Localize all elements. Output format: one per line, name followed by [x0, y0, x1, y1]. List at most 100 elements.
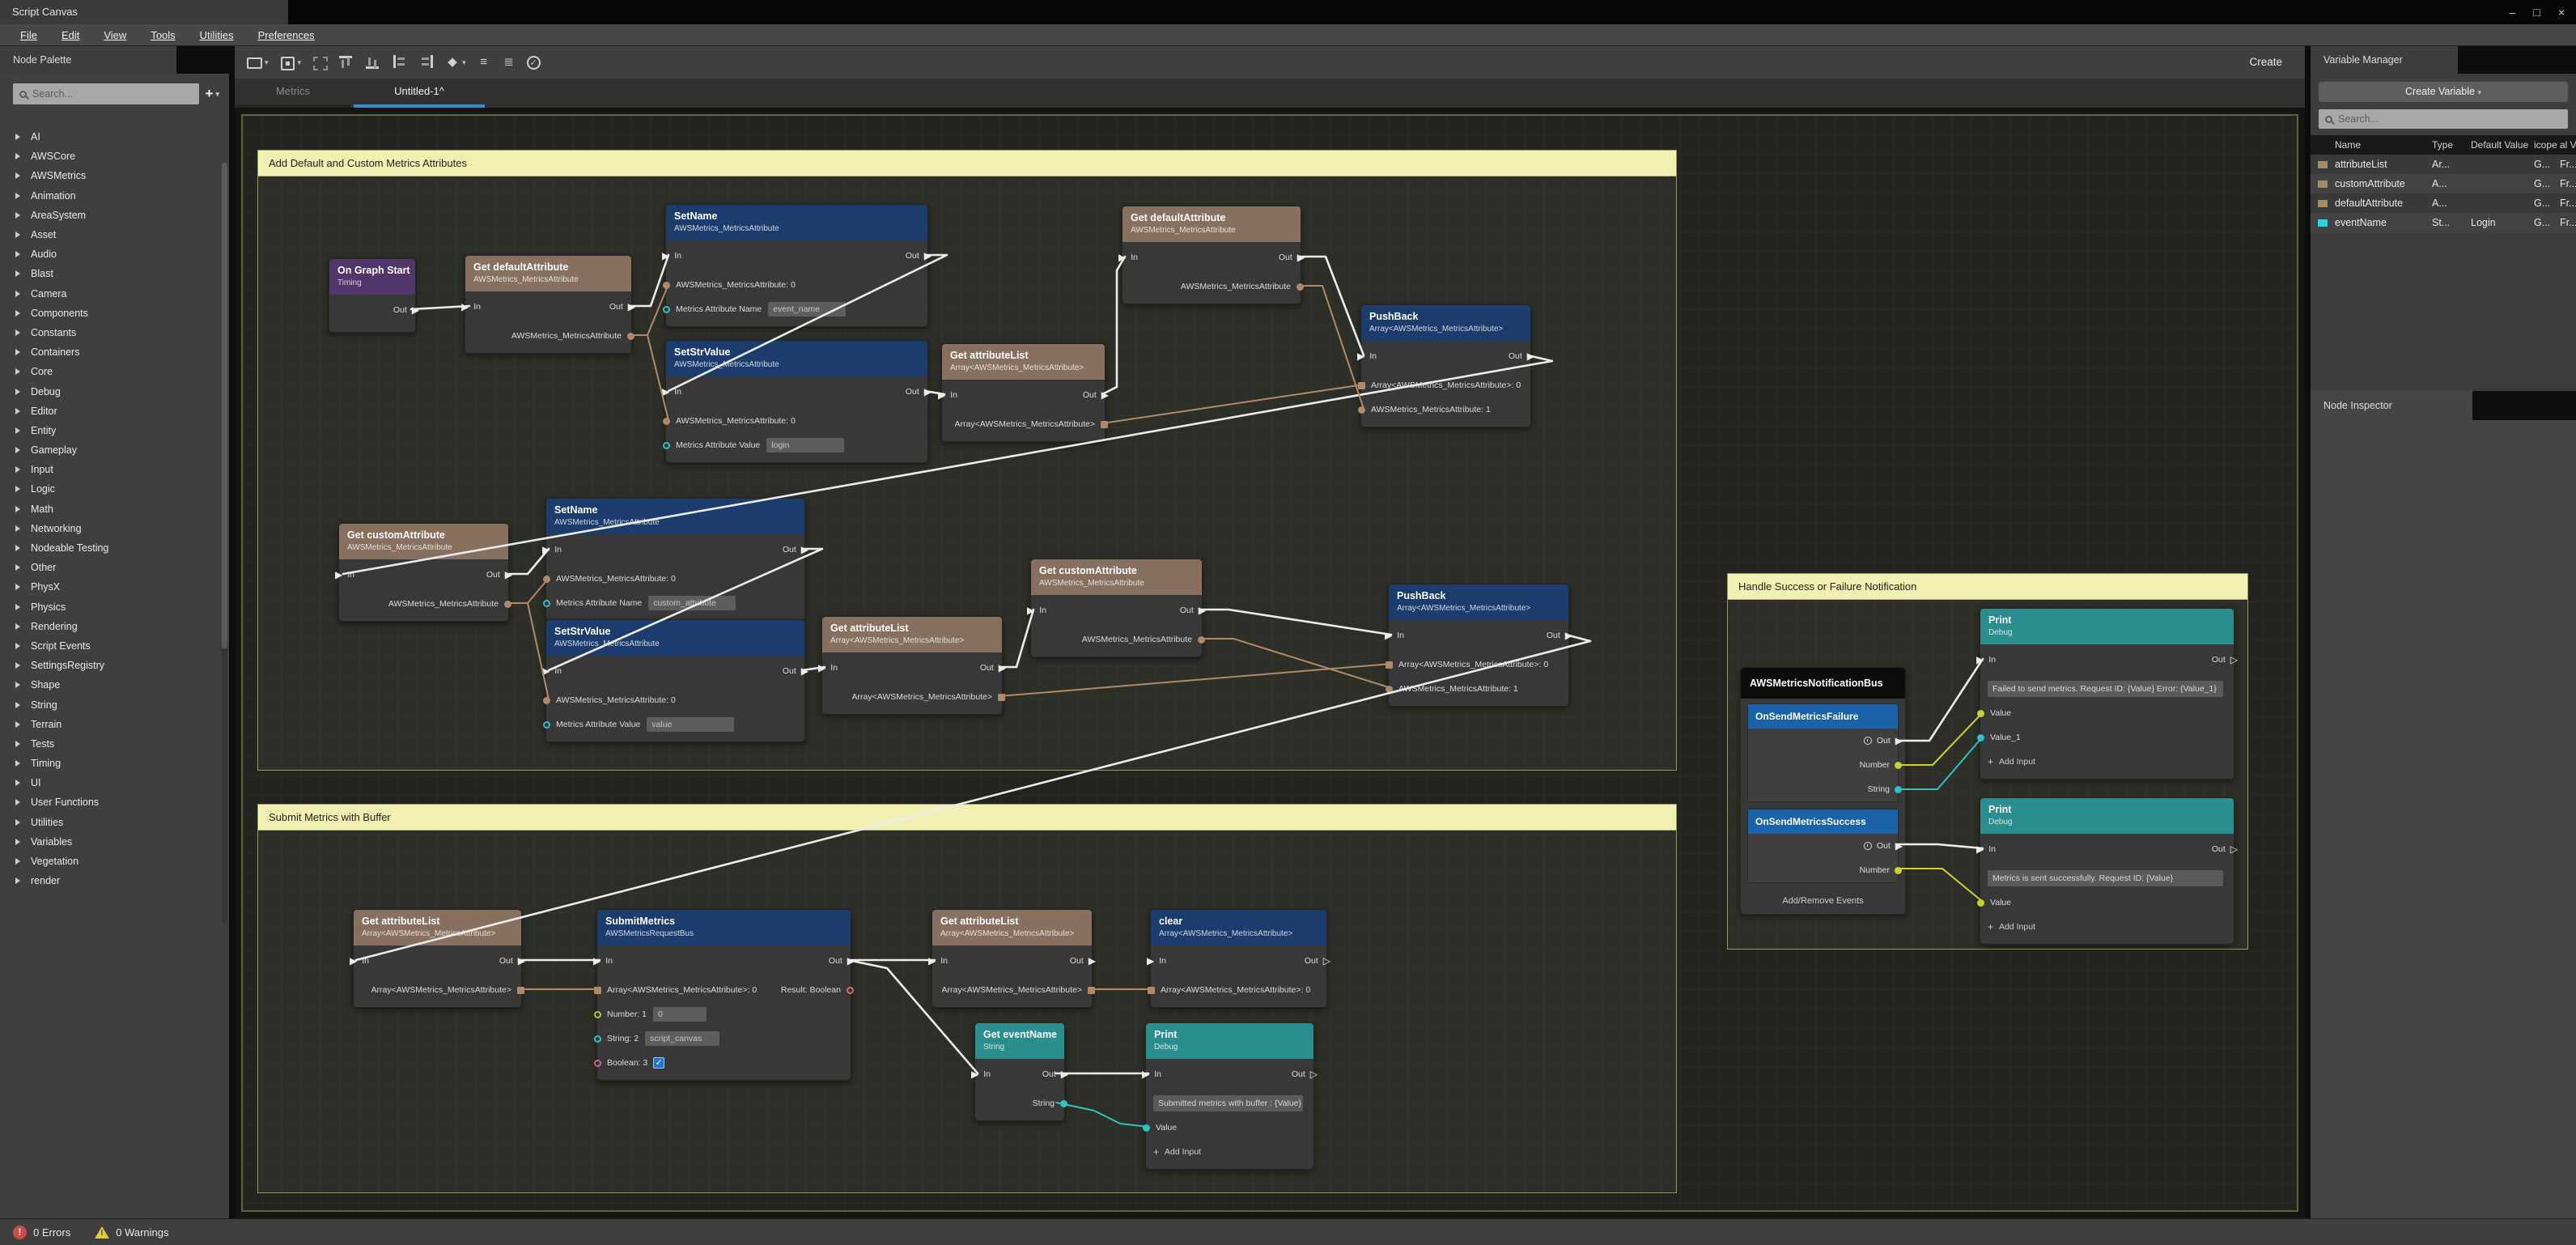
- exec-pin-icon[interactable]: ▶: [1147, 955, 1155, 967]
- exec-pin-icon[interactable]: ▶: [1564, 630, 1572, 641]
- selection-icon[interactable]: [312, 54, 329, 70]
- tan-pin-icon[interactable]: [1148, 986, 1155, 994]
- variable-manager-tab[interactable]: Variable Manager: [2311, 46, 2458, 74]
- menu-edit[interactable]: Edit: [61, 28, 80, 41]
- value-field[interactable]: login: [766, 438, 845, 453]
- value-field[interactable]: custom_attribute: [648, 596, 736, 610]
- exec-pin-icon[interactable]: ▶: [627, 301, 635, 312]
- add-input-button[interactable]: Add Input: [1999, 922, 2035, 932]
- palette-item-animation[interactable]: Animation: [0, 186, 229, 206]
- tan-pin-icon[interactable]: [627, 332, 634, 340]
- palette-item-math[interactable]: Math: [0, 499, 229, 519]
- tan-pin-icon[interactable]: [517, 986, 524, 994]
- message-field[interactable]: Submitted metrics with buffer : {Value}: [1153, 1095, 1303, 1111]
- tan-pin-icon[interactable]: [1358, 406, 1365, 414]
- print-success-row[interactable]: +Add Input: [1980, 915, 2234, 939]
- exec-pin-icon[interactable]: ▶: [1357, 351, 1365, 362]
- chevron-down-icon[interactable]: ▾: [265, 57, 269, 66]
- exec-pin-icon[interactable]: ▷: [2230, 843, 2238, 855]
- palette-item-string[interactable]: String: [0, 695, 229, 714]
- menu-view[interactable]: View: [104, 28, 127, 41]
- exec-pin-icon[interactable]: ▶: [998, 662, 1006, 673]
- exec-pin-icon[interactable]: ▶: [1142, 1069, 1150, 1080]
- align-left-icon[interactable]: [392, 54, 408, 70]
- exec-pin-icon[interactable]: ▶: [818, 662, 826, 673]
- add-input-button[interactable]: Add Input: [1999, 757, 2035, 767]
- group-submit-metrics-header[interactable]: Submit Metrics with Buffer: [258, 805, 1676, 831]
- exec-pin-icon[interactable]: ▶: [1976, 843, 1984, 855]
- exec-pin-icon[interactable]: ▶: [800, 665, 808, 677]
- tan-pin-icon[interactable]: [998, 693, 1005, 701]
- create-button[interactable]: Create: [2249, 56, 2282, 68]
- tan-pin-icon[interactable]: [1296, 283, 1304, 291]
- align-bottom-icon[interactable]: [365, 54, 381, 70]
- column-icope[interactable]: icope: [2534, 139, 2557, 151]
- exec-pin-icon[interactable]: ▶: [662, 250, 670, 261]
- palette-item-ai[interactable]: AI: [0, 127, 229, 147]
- exec-pin-icon[interactable]: ▶: [461, 301, 469, 312]
- add-remove-events-button[interactable]: Add/Remove Events: [1782, 896, 1864, 906]
- hollow-pink-pin-icon[interactable]: [847, 986, 854, 994]
- palette-item-audio[interactable]: Audio: [0, 244, 229, 264]
- exec-pin-icon[interactable]: ▶: [1895, 840, 1903, 852]
- tan-pin-icon[interactable]: [1101, 420, 1108, 428]
- menu-file[interactable]: File: [20, 28, 37, 41]
- exec-pin-icon[interactable]: ▶: [847, 955, 855, 967]
- exec-pin-icon[interactable]: ▷: [1322, 955, 1330, 967]
- menu-utilities[interactable]: Utilities: [199, 28, 234, 41]
- palette-item-nodeable-testing[interactable]: Nodeable Testing: [0, 538, 229, 558]
- menu-preferences[interactable]: Preferences: [257, 28, 315, 41]
- exec-pin-icon[interactable]: ▶: [542, 544, 550, 555]
- align-top-icon[interactable]: [338, 54, 354, 70]
- chevron-down-icon[interactable]: ▾: [297, 57, 302, 66]
- palette-item-input[interactable]: Input: [0, 460, 229, 479]
- errors-status[interactable]: ! 0 Errors: [13, 1225, 70, 1239]
- yellow-pin-icon[interactable]: [1977, 709, 1984, 717]
- teal-pin-icon[interactable]: [1895, 785, 1902, 793]
- exec-pin-icon[interactable]: ▶: [542, 665, 550, 677]
- group-add-attributes-header[interactable]: Add Default and Custom Metrics Attribute…: [258, 151, 1676, 176]
- graph-canvas[interactable]: Add Default and Custom Metrics Attribute…: [235, 108, 2305, 1218]
- palette-scrollbar[interactable]: [222, 163, 227, 924]
- palette-item-awsmetrics[interactable]: AWSMetrics: [0, 166, 229, 185]
- node-inspector-tab[interactable]: Node Inspector: [2311, 391, 2472, 420]
- palette-item-rendering[interactable]: Rendering: [0, 617, 229, 636]
- palette-item-physics[interactable]: Physics: [0, 597, 229, 617]
- exec-pin-icon[interactable]: ▶: [1118, 252, 1127, 263]
- teal-pin-icon[interactable]: [1060, 1099, 1067, 1107]
- palette-item-areasystem[interactable]: AreaSystem: [0, 206, 229, 225]
- comment-icon[interactable]: ▾: [246, 54, 269, 70]
- tan-pin-icon[interactable]: [1358, 381, 1365, 389]
- print-buffer-row[interactable]: +Add Input: [1146, 1140, 1313, 1164]
- exec-pin-icon[interactable]: ▶: [1088, 955, 1096, 967]
- doc-tab-metrics[interactable]: Metrics: [235, 79, 351, 108]
- yellow-pin-icon[interactable]: [1895, 761, 1902, 769]
- exec-pin-icon[interactable]: ▶: [1895, 735, 1903, 746]
- hollow-teal-pin-icon[interactable]: [594, 1035, 601, 1043]
- teal-pin-icon[interactable]: [1977, 733, 1984, 741]
- palette-item-editor[interactable]: Editor: [0, 402, 229, 421]
- exec-pin-icon[interactable]: ▶: [504, 569, 512, 580]
- palette-item-entity[interactable]: Entity: [0, 421, 229, 440]
- palette-add-button[interactable]: +▾: [205, 86, 219, 101]
- palette-item-vegetation[interactable]: Vegetation: [0, 852, 229, 871]
- palette-item-settingsregistry[interactable]: SettingsRegistry: [0, 656, 229, 675]
- value-field[interactable]: event_name: [768, 302, 847, 317]
- palette-item-blast[interactable]: Blast: [0, 264, 229, 283]
- add-input-button[interactable]: Add Input: [1165, 1147, 1201, 1157]
- align-right-icon[interactable]: [418, 54, 435, 70]
- exec-pin-icon[interactable]: ▷: [2230, 654, 2238, 665]
